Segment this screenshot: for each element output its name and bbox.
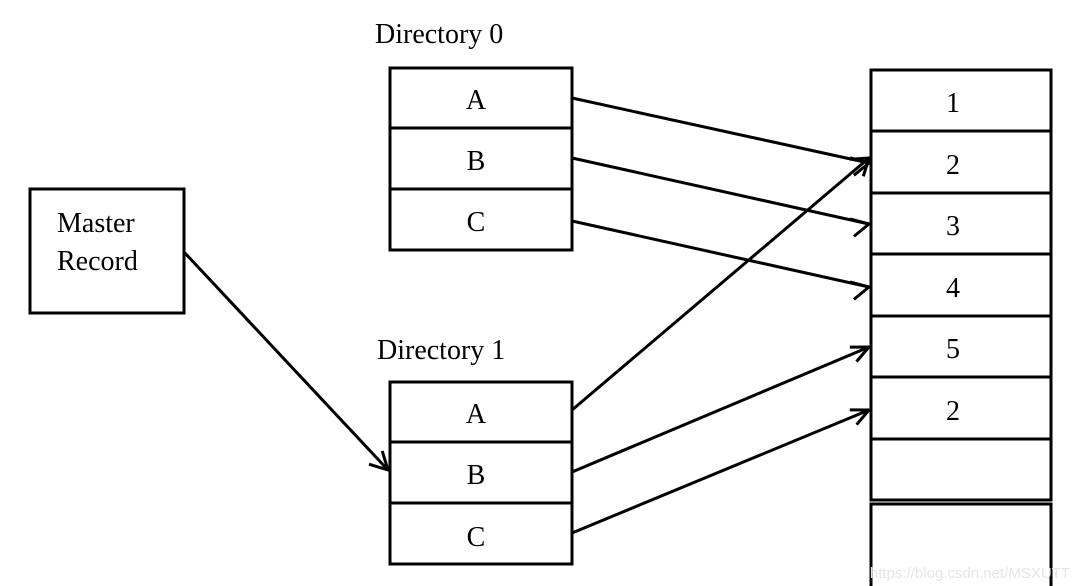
arrow-dir0-c-to-block-4 [571,219,873,301]
arrow-dir0-a-to-block-2 [571,96,873,177]
storage-block-5: 5 [946,334,960,365]
directory-0-cell-b: B [467,146,486,177]
directory-1-cell-a: A [466,399,487,430]
directory-0-title: Directory 0 [375,19,503,50]
watermark-text: https://blog.csdn.net/MSXUTT [870,565,1070,582]
arrow-master-to-dir1-b [182,250,391,473]
directory-0-table: A B C [388,66,574,252]
arrow-dir1-a-to-block-2 [571,156,872,412]
directory-0-cell-a: A [466,85,487,116]
storage-block-1: 1 [946,88,960,119]
storage-block-3: 3 [946,211,960,242]
directory-1-cell-c: C [467,522,486,553]
directory-1-table: A B C [388,380,574,566]
storage-block-4: 4 [946,273,960,304]
storage-block-2: 2 [946,150,960,181]
master-record-box: Master Record [28,187,186,315]
directory-0-cell-c: C [467,207,486,238]
directory-1-cell-b: B [467,460,486,491]
arrow-dir1-c-to-block-6 [571,408,873,535]
arrow-dir0-b-to-block-3 [571,156,873,238]
master-record-label-line1: Master [57,208,135,239]
directory-1-title: Directory 1 [377,335,505,366]
master-record-label-line2: Record [57,246,138,277]
arrow-dir1-b-to-block-5 [571,345,873,474]
storage-blocks: 1 2 3 4 5 2 [869,68,1053,586]
storage-block-6: 2 [946,396,960,427]
